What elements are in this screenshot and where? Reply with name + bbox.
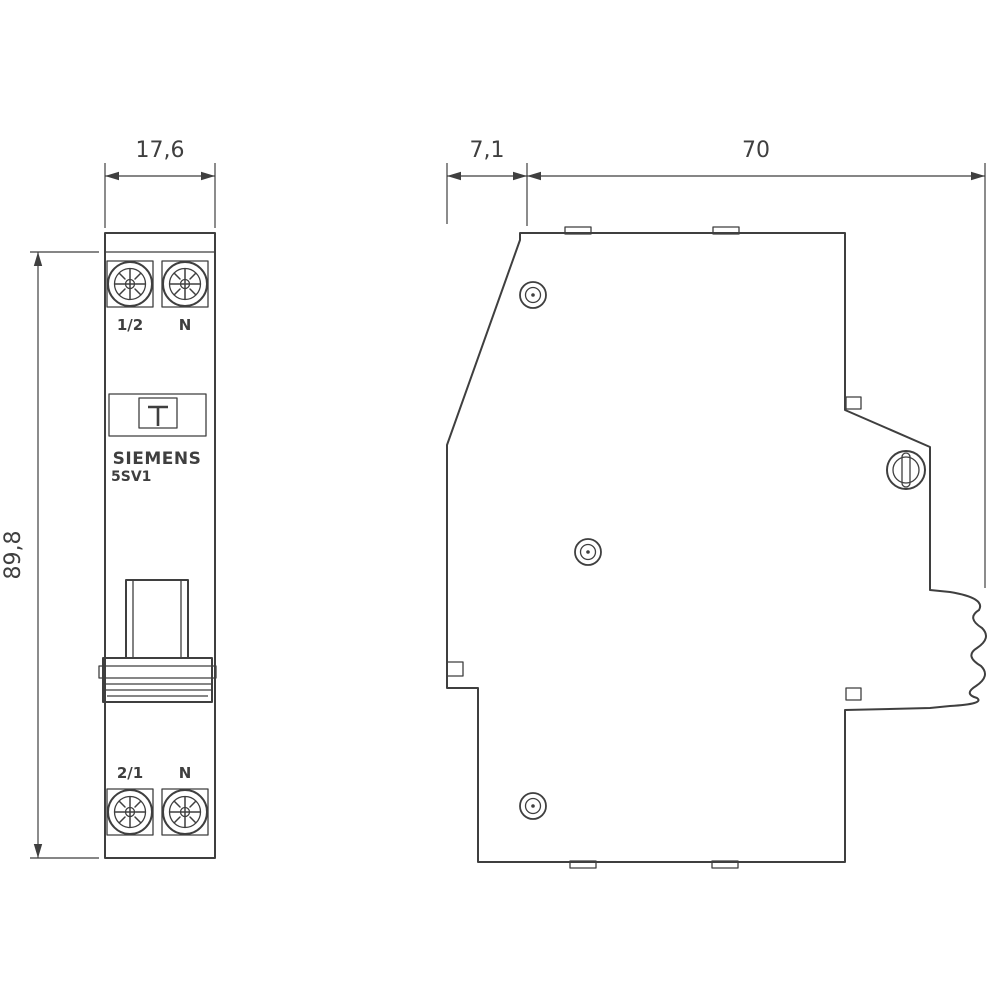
dimension-height: 89,8 (1, 251, 99, 859)
terminal-label-bottom-left: 2/1 (117, 764, 143, 782)
side-view (446, 226, 987, 869)
clamp-marker-upper (845, 396, 862, 410)
clamp-marker-lower (845, 687, 862, 701)
dimension-depth-offset-label: 7,1 (470, 138, 505, 163)
side-body-outline (446, 232, 987, 863)
toggle-switch (98, 579, 217, 703)
terminal-screw-bottom-right-icon (162, 789, 208, 835)
terminal-screw-bottom-left-icon (107, 789, 153, 835)
model-label: 5SV1 (111, 469, 151, 485)
housing-screw-top-icon (519, 281, 547, 309)
terminal-screw-top-left-icon (107, 261, 153, 307)
housing-screw-middle-icon (574, 538, 602, 566)
dimension-height-label: 89,8 (1, 531, 26, 580)
terminal-screw-top-right-icon (162, 261, 208, 307)
test-button (108, 393, 207, 437)
brand-label: SIEMENS (113, 449, 202, 469)
bottom-tab-left (569, 860, 597, 869)
dimension-width: 17,6 (104, 138, 216, 228)
bottom-tab-right (711, 860, 739, 869)
front-body-outline (104, 232, 216, 859)
dimension-depth: 70 (527, 138, 986, 588)
dimension-depth-offset: 7,1 (446, 138, 528, 226)
housing-screw-bottom-icon (519, 792, 547, 820)
top-tab-right (712, 226, 740, 235)
dimension-depth-label: 70 (742, 138, 770, 163)
top-tab-left (564, 226, 592, 235)
dimension-width-label: 17,6 (136, 138, 185, 163)
terminal-screw-side-icon (886, 450, 926, 490)
terminal-label-top-right: N (179, 316, 192, 334)
front-view: 1/2 N SIEMENS 5SV1 2/1 N (98, 232, 217, 859)
toggle-rocker (102, 657, 213, 703)
front-notch-detail (446, 661, 464, 677)
toggle-lever (125, 579, 189, 659)
terminal-label-bottom-right: N (179, 764, 192, 782)
terminal-label-top-left: 1/2 (117, 316, 143, 334)
